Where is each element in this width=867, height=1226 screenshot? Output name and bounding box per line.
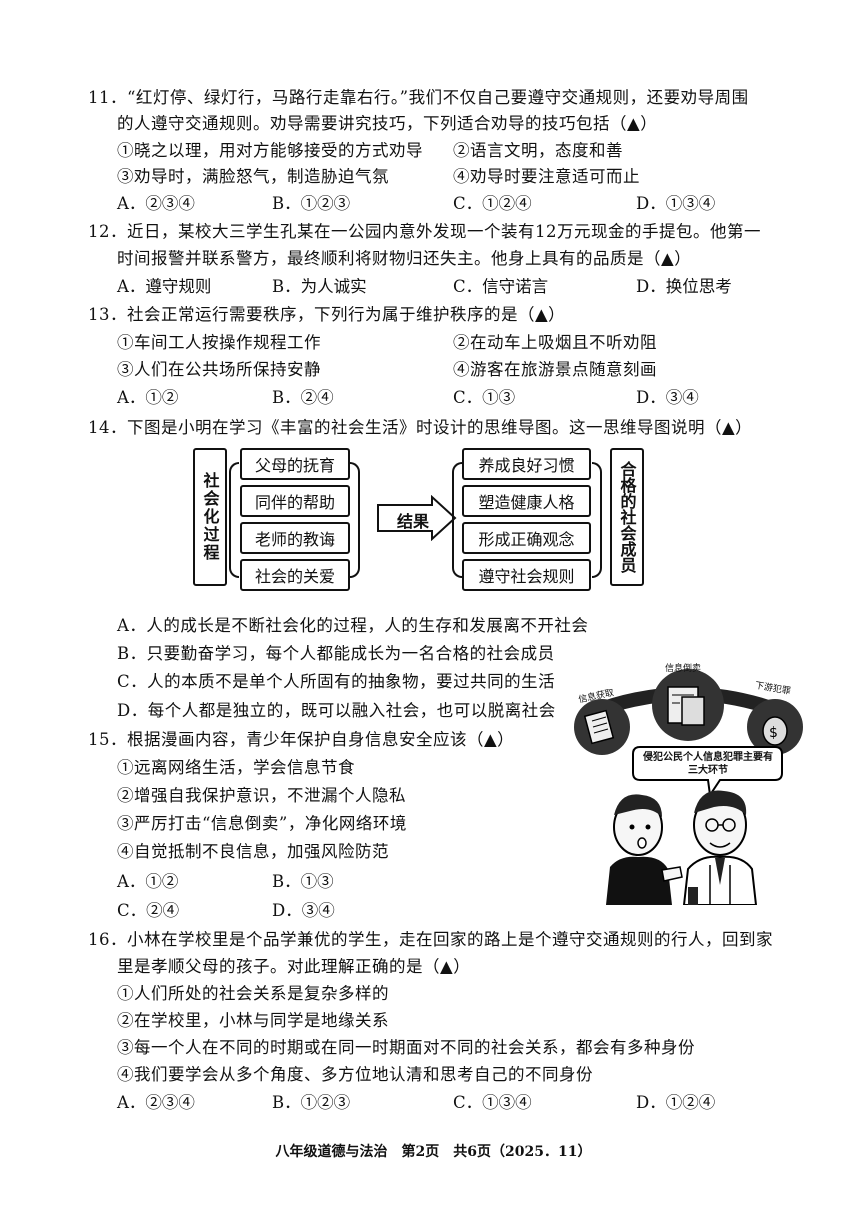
q11-option-d: D．①③④	[636, 194, 716, 213]
q11-stem-line2: 的人遵守交通规则。劝导需要讲究技巧，下列适合劝导的技巧包括（▲）	[117, 114, 658, 133]
mind-map-left-title: 社会化过程	[193, 448, 227, 586]
q13-option-c: C．①③	[453, 388, 516, 407]
q15-option-b: B．①③	[272, 872, 334, 891]
mind-map-left-item: 父母的抚育	[240, 448, 350, 480]
q13-stem-line1: 13．社会正常运行需要秩序，下列行为属于维护秩序的是（▲）	[88, 305, 566, 324]
q15-item-2: ②增强自我保护意识，不泄漏个人隐私	[117, 786, 406, 805]
q13-option-a: A．①②	[117, 388, 179, 407]
q12-option-a: A．遵守规则	[117, 277, 212, 296]
q13-item-4: ④游客在旅游景点随意刻画	[453, 360, 657, 379]
q12-stem-line1: 12．近日，某校大三学生孔某在一公园内意外发现一个装有12万元现金的手提包。他第…	[88, 222, 761, 241]
q14-option-b: B．只要勤奋学习，每个人都能成长为一名合格的社会成员	[117, 644, 555, 663]
q13-item-2: ②在动车上吸烟且不听劝阻	[453, 333, 657, 352]
q15-item-1: ①远离网络生活，学会信息节食	[117, 758, 355, 777]
q16-option-a: A．②③④	[117, 1093, 195, 1112]
q16-item-1: ①人们所处的社会关系是复杂多样的	[117, 984, 389, 1003]
mind-map-left-title-text: 社会化过程	[200, 472, 220, 562]
mind-map-right-title-text: 合格的社会成员	[617, 461, 637, 573]
q14-option-d: D．每个人都是独立的，既可以融入社会，也可以脱离社会	[117, 701, 556, 720]
mind-map-left-item: 社会的关爱	[240, 559, 350, 591]
q12-option-d: D．换位思考	[636, 277, 732, 296]
mind-map-center-brace-right	[452, 462, 462, 578]
q13-item-1: ①车间工人按操作规程工作	[117, 333, 321, 352]
mind-map-result-arrow	[377, 495, 457, 541]
q16-stem-line2: 里是孝顺父母的孩子。对此理解正确的是（▲）	[117, 957, 471, 976]
information-security-cartoon: $ 信息获取 信息倒卖 下游犯罪 侵犯公民个人信息犯罪主要有三大环节	[570, 655, 805, 906]
mind-map-left-brace	[229, 462, 239, 578]
q15-item-4: ④自觉抵制不良信息，加强风险防范	[117, 842, 389, 861]
mind-map-left-item: 老师的教诲	[240, 522, 350, 554]
q15-option-d: D．③④	[272, 901, 335, 920]
q11-item-4: ④劝导时要注意适可而止	[453, 167, 640, 186]
q12-option-b: B．为人诚实	[272, 277, 367, 296]
q16-item-3: ③每一个人在不同的时期或在同一时期面对不同的社会关系，都会有多种身份	[117, 1038, 695, 1057]
page-footer: 八年级道德与法治 第2页 共6页（2025．11）	[275, 1144, 592, 1160]
q16-item-2: ②在学校里，小林与同学是地缘关系	[117, 1011, 389, 1030]
mind-map-arrow-label: 结果	[396, 512, 429, 531]
q15-option-c: C．②④	[117, 901, 180, 920]
cartoon-label-center: 信息倒卖	[665, 664, 702, 674]
q12-stem-line2: 时间报警并联系警方，最终顺利将财物归还失主。他身上具有的品质是（▲）	[117, 249, 692, 268]
q11-option-c: C．①②④	[453, 194, 532, 213]
q16-option-c: C．①③④	[453, 1093, 532, 1112]
q14-option-a: A．人的成长是不断社会化的过程，人的生存和发展离不开社会	[117, 616, 589, 635]
mind-map-right-item: 养成良好习惯	[462, 448, 591, 480]
q13-option-b: B．②④	[272, 388, 334, 407]
q15-option-a: A．①②	[117, 872, 179, 891]
mind-map-right-title: 合格的社会成员	[610, 448, 644, 586]
q11-item-1: ①晓之以理，用对方能够接受的方式劝导	[117, 141, 423, 160]
q14-stem-line1: 14．下图是小明在学习《丰富的社会生活》时设计的思维导图。这一思维导图说明（▲）	[88, 418, 753, 437]
mind-map-right-item: 遵守社会规则	[462, 559, 591, 591]
q11-item-3: ③劝导时，满脸怒气，制造胁迫气氛	[117, 167, 389, 186]
cartoon-speech-text: 侵犯公民个人信息犯罪主要有三大环节	[643, 752, 773, 776]
cartoon-illustration: $	[574, 669, 803, 906]
q15-stem-line1: 15．根据漫画内容，青少年保护自身信息安全应该（▲）	[88, 730, 515, 749]
q11-stem-line1: 11．“红灯停、绿灯行，马路行走靠右行。”我们不仅自己要遵守交通规则，还要劝导周…	[88, 88, 749, 107]
mind-map-right-item: 塑造健康人格	[462, 485, 591, 517]
q16-stem-line1: 16．小林在学校里是个品学兼优的学生，走在回家的路上是个遵守交通规则的行人，回到…	[88, 930, 773, 949]
q16-option-b: B．①②③	[272, 1093, 351, 1112]
mind-map-center-brace-left	[350, 462, 360, 578]
mind-map-left-item: 同伴的帮助	[240, 485, 350, 517]
q16-option-d: D．①②④	[636, 1093, 716, 1112]
q14-option-c: C．人的本质不是单个人所固有的抽象物，要过共同的生活	[117, 672, 556, 691]
q11-option-a: A．②③④	[117, 194, 195, 213]
q16-item-4: ④我们要学会从多个角度、多方位地认清和思考自己的不同身份	[117, 1065, 593, 1084]
svg-text:$: $	[769, 725, 778, 741]
q11-option-b: B．①②③	[272, 194, 351, 213]
q12-option-c: C．信守诺言	[453, 277, 549, 296]
q11-item-2: ②语言文明，态度和善	[453, 141, 623, 160]
mind-map-right-brace	[592, 462, 602, 578]
mind-map-right-item: 形成正确观念	[462, 522, 591, 554]
q13-item-3: ③人们在公共场所保持安静	[117, 360, 321, 379]
q15-item-3: ③严厉打击“信息倒卖”，净化网络环境	[117, 814, 407, 833]
q13-option-d: D．③④	[636, 388, 699, 407]
